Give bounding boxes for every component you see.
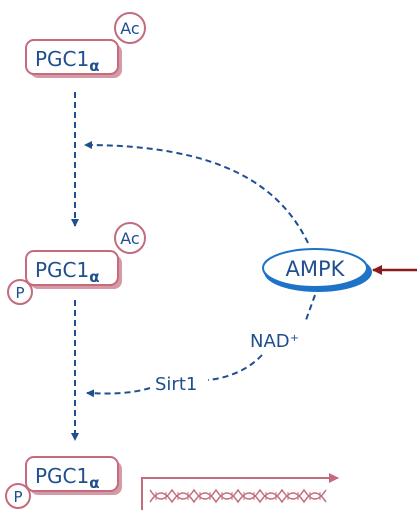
- svg-text:P: P: [13, 488, 22, 506]
- pgc1a-node-top: PGC1α Ac: [25, 12, 146, 78]
- dna-strand-a: [149, 488, 327, 500]
- node-label-main: PGC1: [35, 258, 89, 282]
- node-label: PGC1α: [35, 258, 100, 286]
- nad-label: NAD⁺: [250, 331, 299, 352]
- node-box: [25, 250, 119, 286]
- pgc1a-node-bottom: PGC1α P: [5, 456, 122, 509]
- node-label-sub: α: [89, 57, 99, 75]
- svg-text:Ac: Ac: [120, 229, 139, 248]
- phospho-badge: P: [5, 483, 31, 509]
- phospho-badge: P: [7, 279, 33, 305]
- acetyl-badge: Ac: [114, 12, 146, 44]
- node-box: [25, 39, 119, 75]
- node-box: [25, 456, 119, 492]
- node-label-main: PGC1: [35, 464, 89, 488]
- dna-rungs: [155, 492, 321, 500]
- dna-helix-icon: [141, 473, 339, 510]
- ampk-ellipse: [262, 248, 368, 288]
- ampk-to-nad-link: [305, 294, 316, 321]
- svg-text:Ac: Ac: [120, 19, 139, 38]
- node-label-sub: α: [89, 474, 99, 492]
- dna-strand-b: [149, 492, 327, 504]
- ampk-node: AMPK: [262, 248, 372, 292]
- node-label-main: PGC1: [35, 47, 89, 71]
- node-label: PGC1α: [35, 464, 100, 492]
- pgc1a-node-mid: PGC1α Ac P: [7, 222, 146, 305]
- ampk-label: AMPK: [286, 257, 346, 281]
- sirt1-label: Sirt1: [155, 374, 197, 395]
- nad-to-sirt1-link: [207, 354, 263, 381]
- ampk-phosphorylation-arrow: [84, 141, 309, 244]
- node-label-sub: α: [89, 268, 99, 286]
- acetyl-badge: Ac: [114, 222, 146, 254]
- node-label: PGC1α: [35, 47, 100, 75]
- transcription-arrow: [141, 473, 339, 510]
- svg-text:P: P: [15, 284, 24, 302]
- sirt1-deacetylation-arrow: [86, 387, 151, 398]
